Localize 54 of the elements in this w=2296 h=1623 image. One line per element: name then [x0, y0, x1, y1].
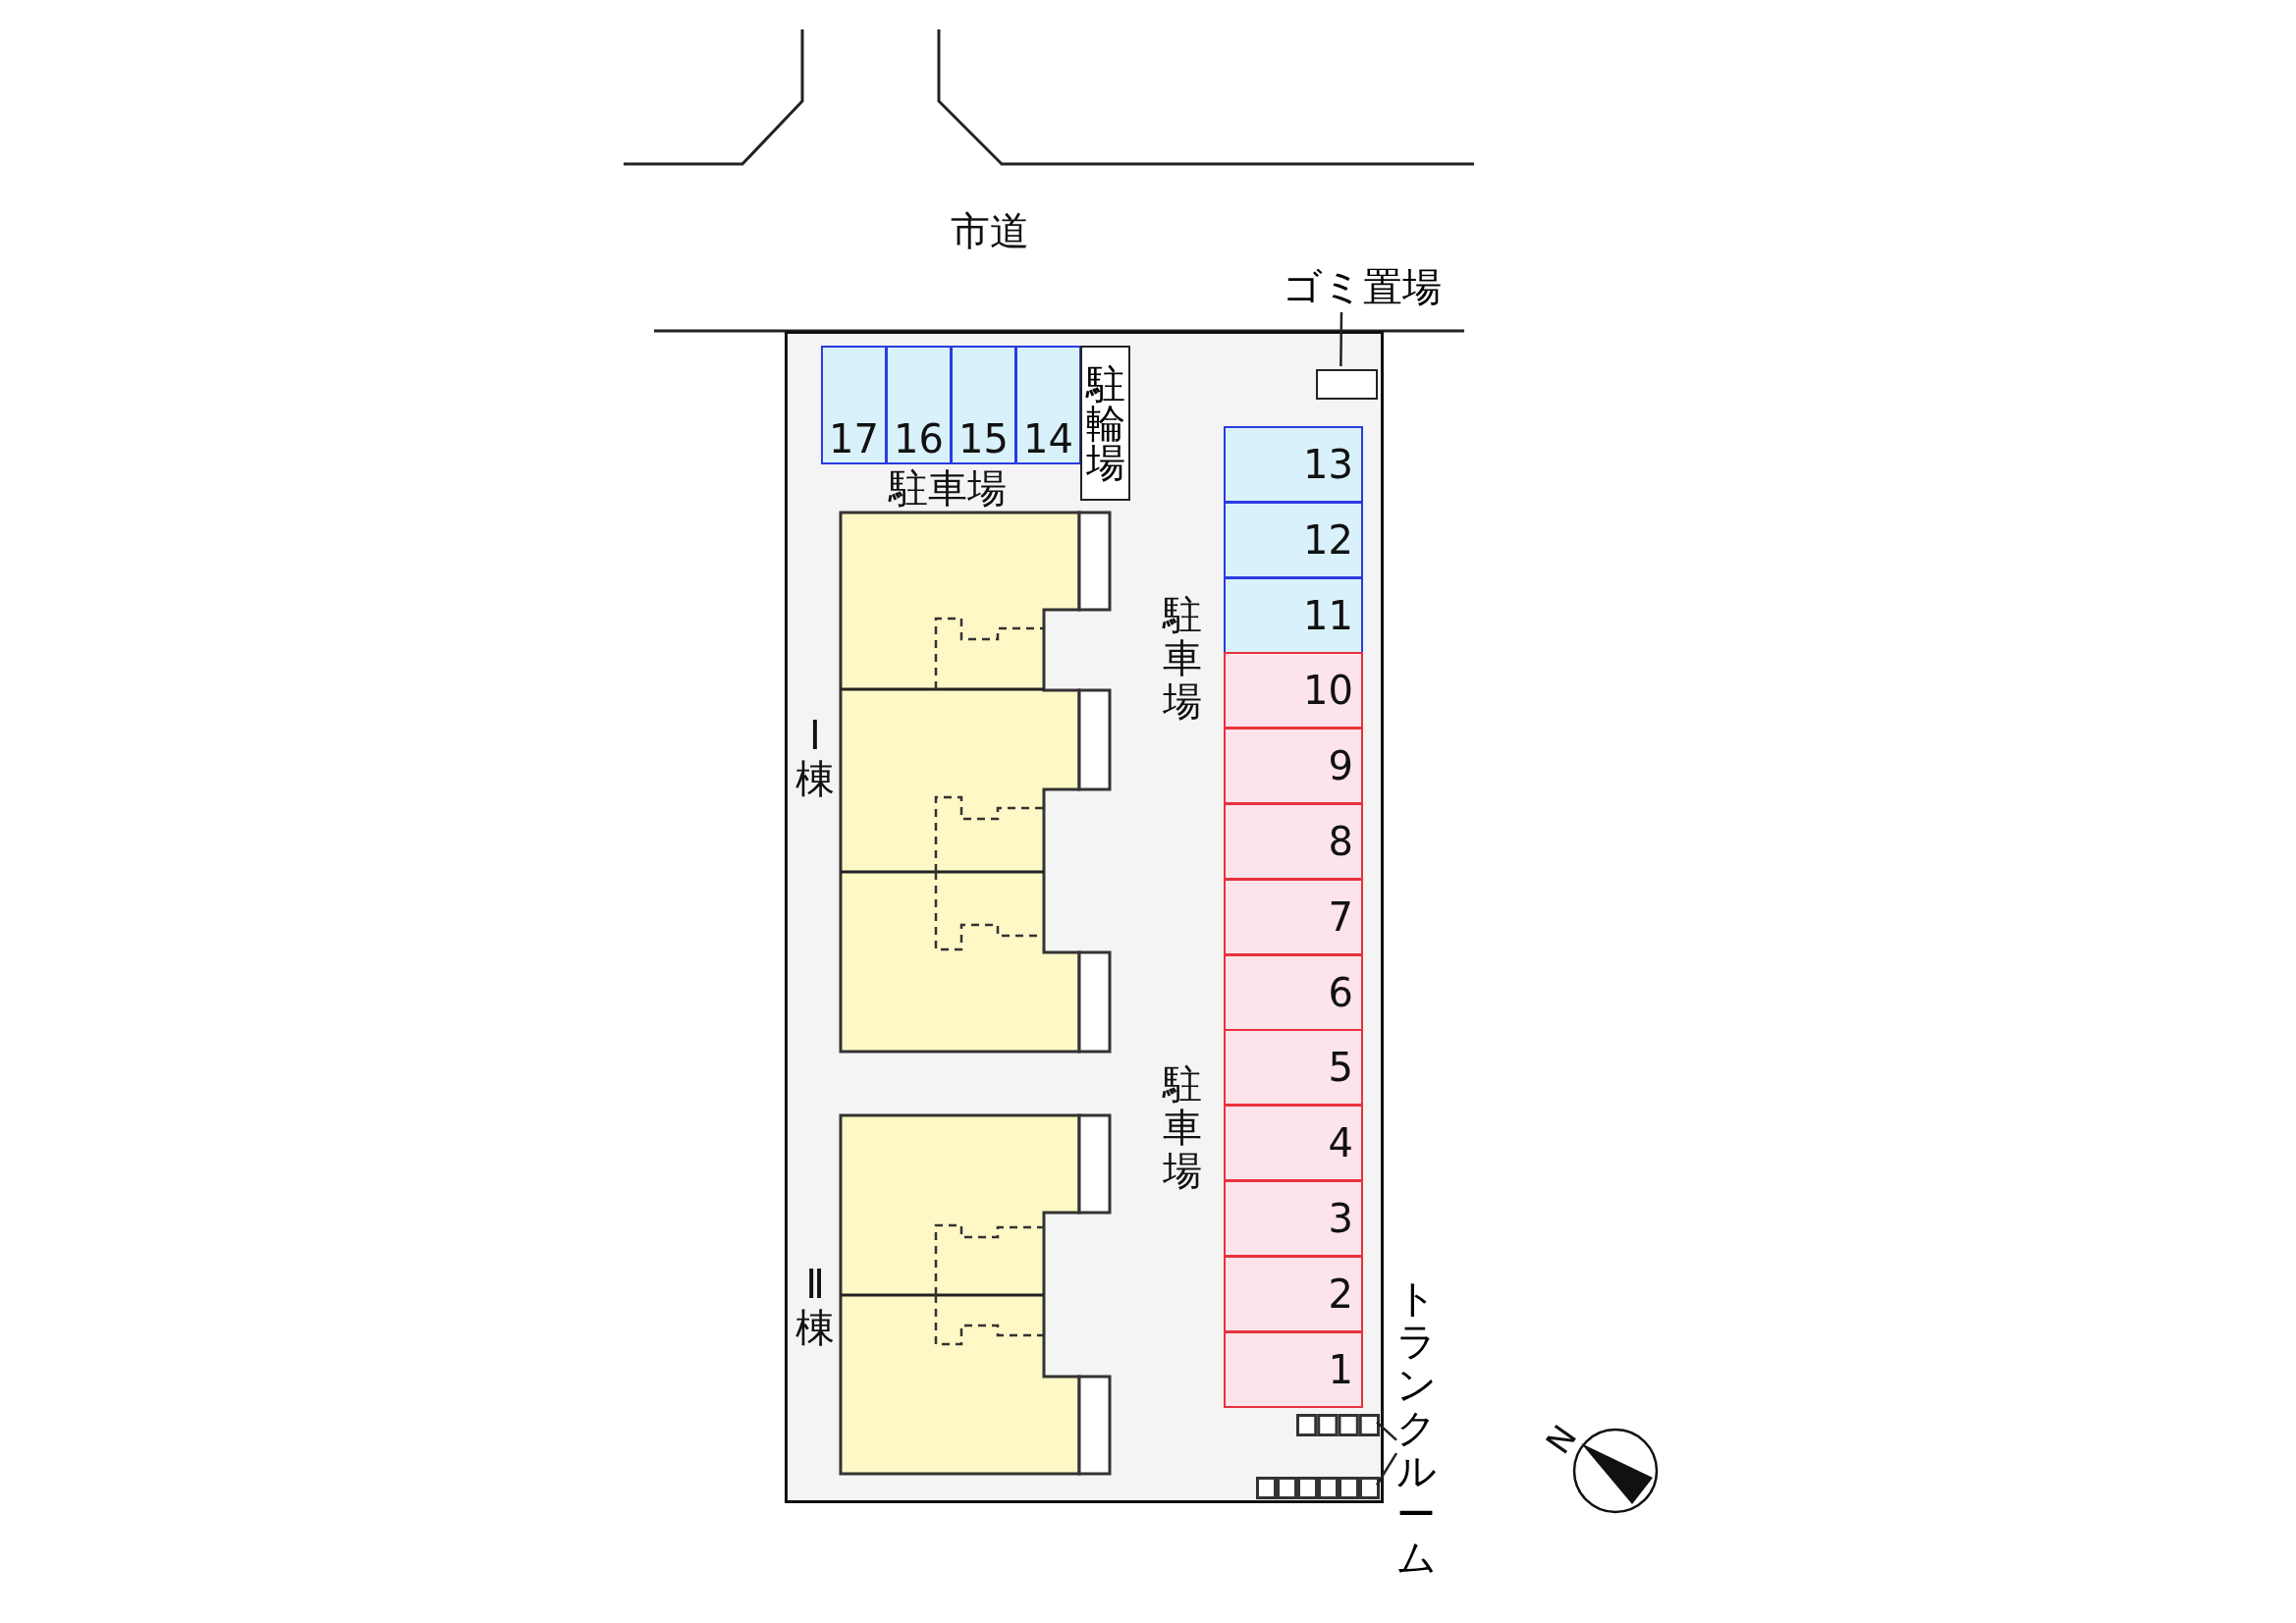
parking-space [1224, 953, 1363, 1031]
space-number: 11 [1303, 595, 1354, 635]
leader-line [1375, 1452, 1398, 1487]
leader-line [1376, 1421, 1397, 1441]
space-number: 7 [1328, 896, 1354, 937]
parking-space [1224, 501, 1363, 578]
parking-space [1015, 346, 1081, 464]
space-number: 17 [829, 419, 879, 462]
space-number: 16 [894, 419, 944, 462]
parking-space [1224, 1180, 1363, 1257]
area-label: 駐車場 [889, 464, 1007, 513]
space-number: 12 [1303, 519, 1354, 560]
compass-north-label: N [1538, 1418, 1585, 1461]
parking-space [1224, 1330, 1363, 1408]
building-label: Ⅱ棟 [795, 1263, 835, 1349]
space-number: 6 [1328, 972, 1354, 1012]
space-number: 5 [1328, 1048, 1354, 1088]
parking-space [1224, 1255, 1363, 1332]
area-label: 駐車場 [1163, 593, 1202, 723]
parking-space [1224, 652, 1363, 730]
space-number: 14 [1023, 419, 1073, 462]
space-number: 4 [1328, 1123, 1354, 1163]
road-label: 市道 [951, 207, 1029, 255]
garbage-area [1316, 369, 1378, 400]
parking-space [1224, 576, 1363, 654]
parking-space [1224, 878, 1363, 955]
area-label: ゴミ置場 [1283, 262, 1442, 311]
space-number: 15 [958, 419, 1009, 462]
parking-space [1224, 803, 1363, 880]
space-number: 2 [1328, 1273, 1354, 1314]
parking-space [886, 346, 952, 464]
building-label: Ⅰ棟 [795, 714, 835, 800]
space-number: 8 [1328, 822, 1354, 861]
space-number: 9 [1328, 746, 1354, 786]
parking-space [951, 346, 1016, 464]
apartment-building [793, 513, 1110, 1052]
space-number: 1 [1328, 1349, 1354, 1389]
storage-unit-row [1256, 1477, 1380, 1499]
apartment-building [793, 1115, 1110, 1474]
parking-space [821, 346, 887, 464]
area-label: トランクルーム [1396, 1276, 1436, 1579]
site-lot [785, 331, 1384, 1503]
parking-space [1224, 1029, 1363, 1107]
parking-space [1224, 728, 1363, 805]
leader-line [1339, 312, 1343, 366]
area-label: 駐輪場 [1085, 364, 1125, 482]
parking-space [1224, 426, 1363, 503]
storage-unit-row [1296, 1414, 1380, 1436]
space-number: 10 [1303, 671, 1354, 711]
space-number: 13 [1303, 445, 1354, 484]
space-number: 3 [1328, 1199, 1354, 1238]
parking-space [1224, 1105, 1363, 1182]
bicycle-parking [1080, 346, 1130, 501]
area-label: 駐車場 [1163, 1062, 1202, 1192]
